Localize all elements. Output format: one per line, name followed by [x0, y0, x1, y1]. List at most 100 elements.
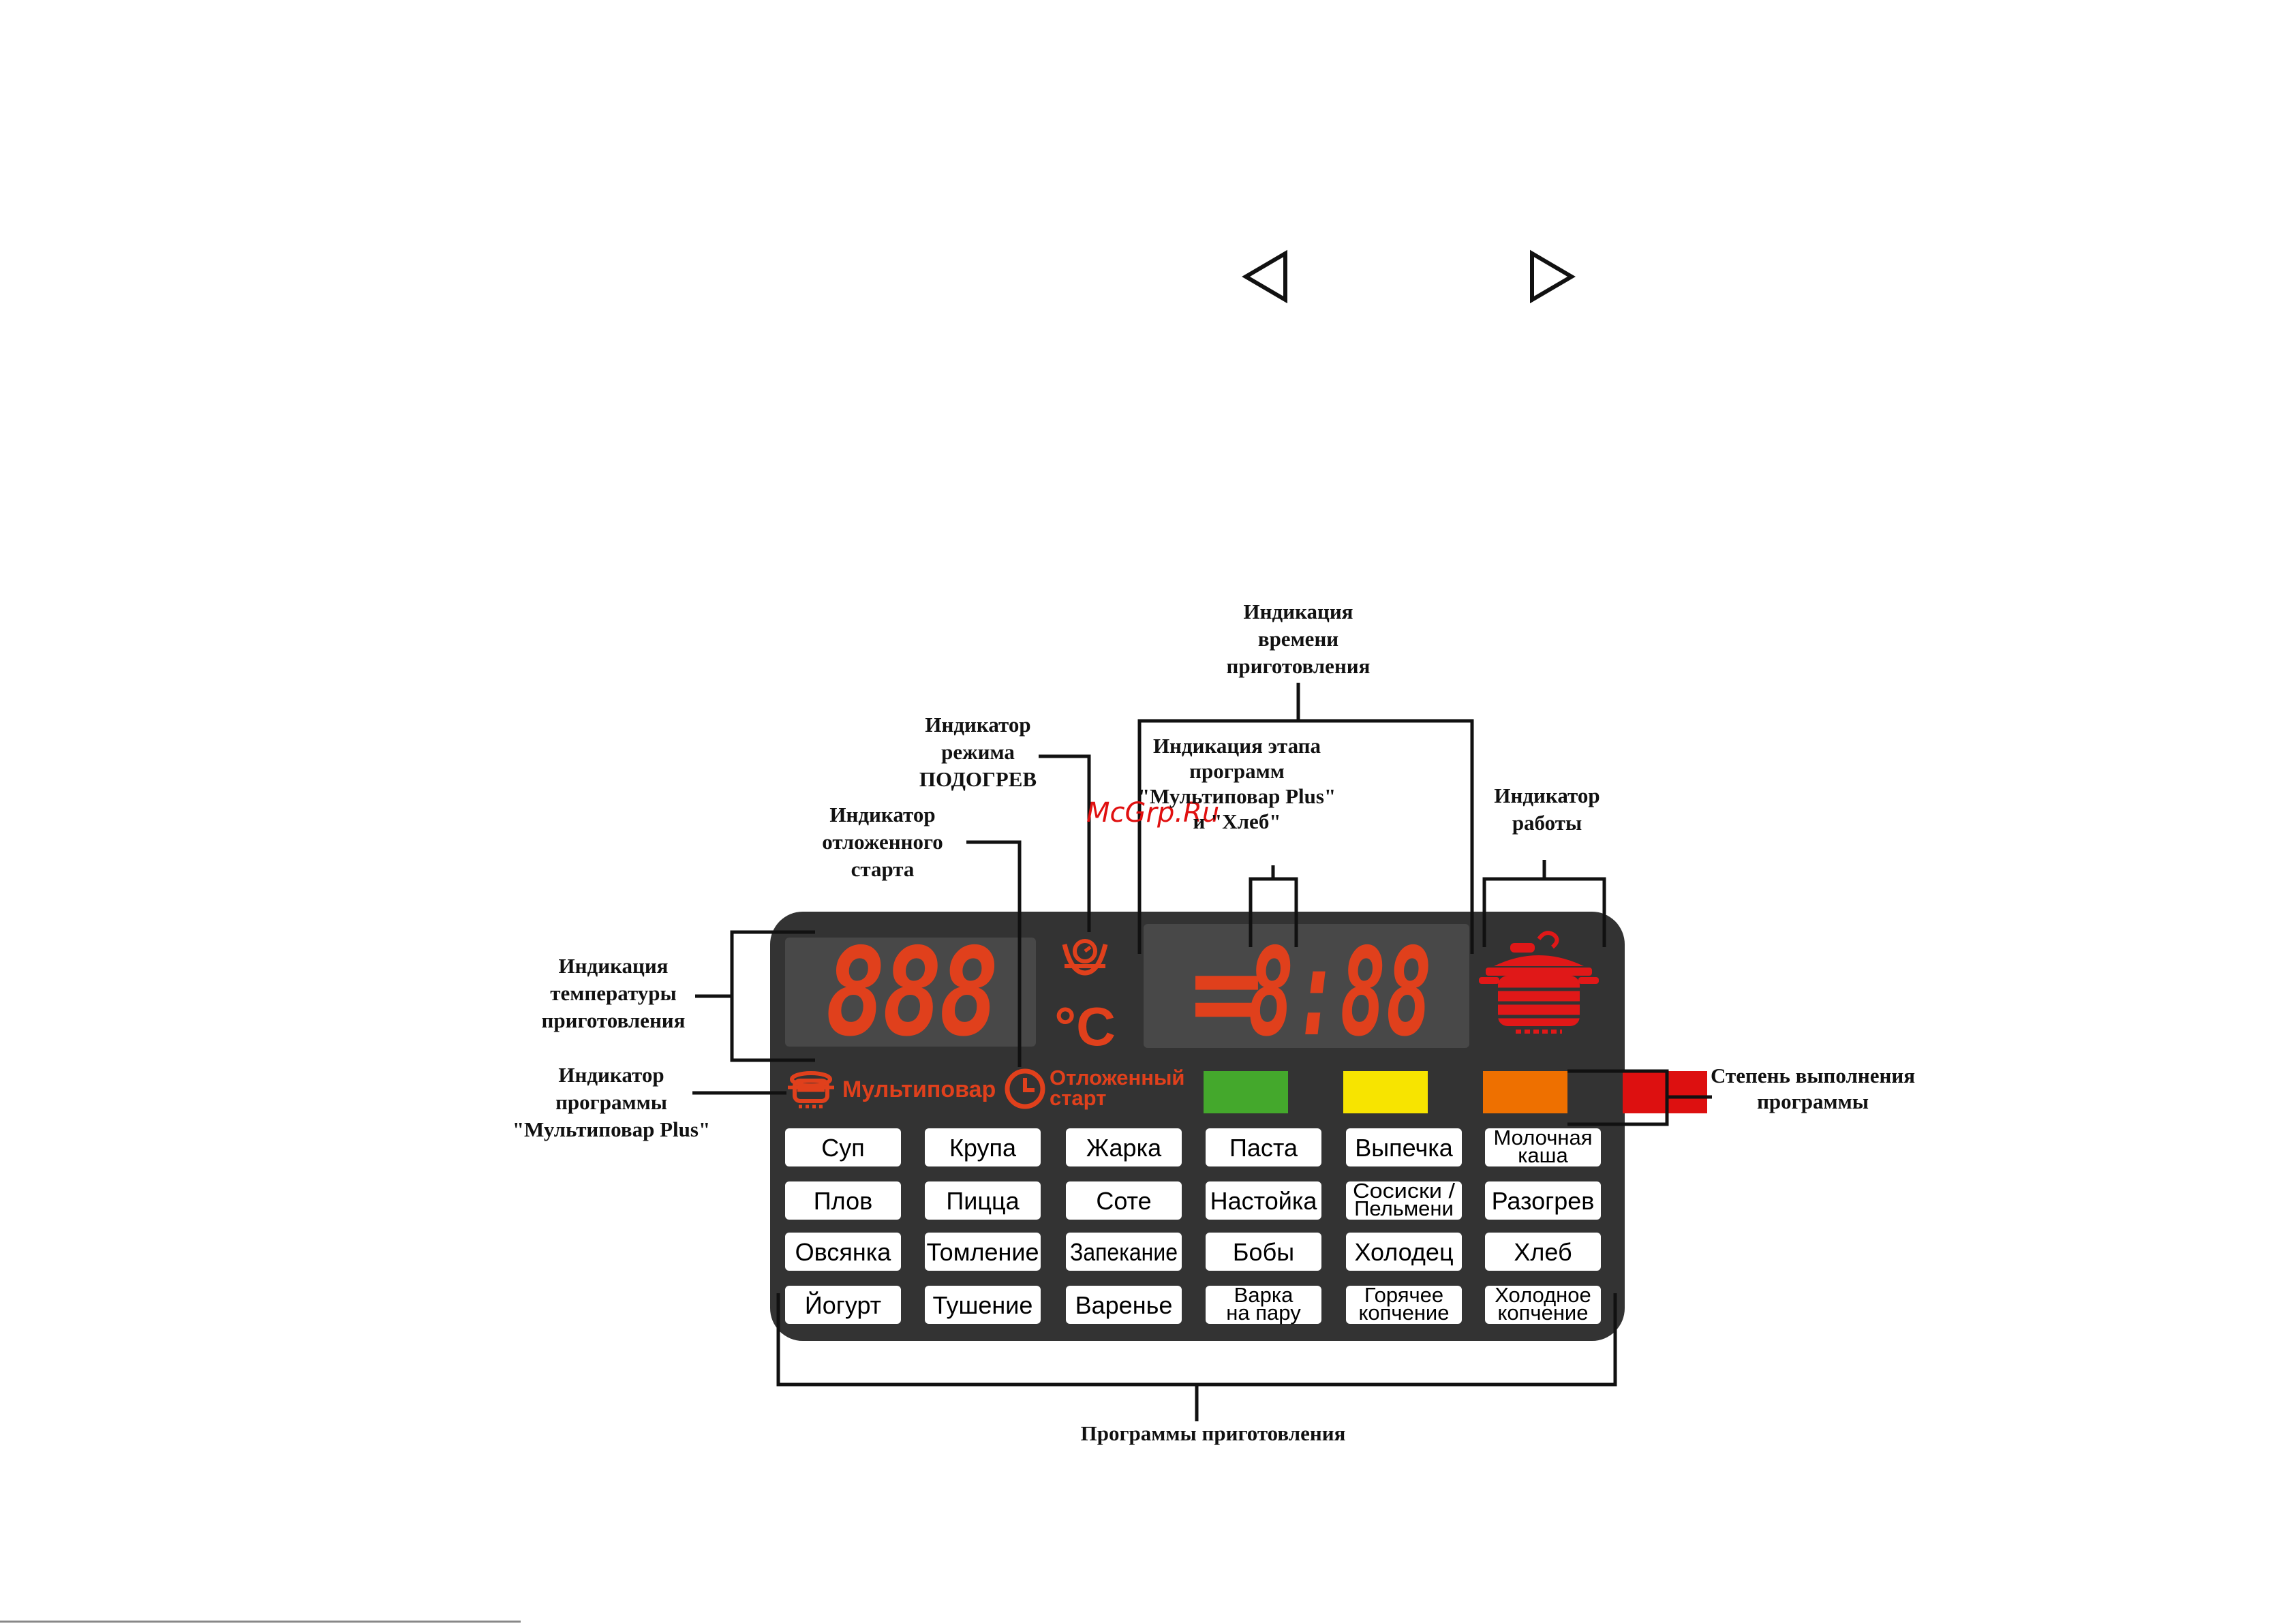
program-button[interactable]: Йогурт [785, 1286, 901, 1324]
program-button-label: Пицца [946, 1187, 1020, 1215]
program-button-bg[interactable] [1066, 1181, 1182, 1220]
program-button-label: Холодец [1354, 1238, 1453, 1266]
program-button-label: Сосиски / [1353, 1179, 1455, 1203]
program-button[interactable]: Тушение [925, 1286, 1041, 1324]
program-button[interactable]: Крупа [925, 1128, 1041, 1166]
program-button-bg[interactable] [1485, 1233, 1601, 1271]
program-button-label: Йогурт [805, 1290, 881, 1319]
program-button-bg[interactable] [1485, 1128, 1601, 1166]
program-button-bg[interactable] [1346, 1181, 1462, 1220]
program-button-label: Горячее [1364, 1283, 1443, 1307]
progress-bar [1204, 1071, 1707, 1113]
program-button[interactable]: Овсянка [785, 1233, 901, 1271]
program-button[interactable]: Суп [785, 1128, 901, 1166]
multicook-icon [788, 1071, 834, 1109]
callout-work: Индикатор работы [1494, 784, 1600, 835]
program-button-bg[interactable] [1066, 1128, 1182, 1166]
program-button-label: Суп [821, 1134, 865, 1162]
program-button-label: Жарка [1086, 1134, 1162, 1162]
triangle-left-icon[interactable] [1242, 249, 1287, 304]
program-button-label: копчение [1358, 1301, 1449, 1325]
program-button[interactable]: Холодец [1346, 1233, 1462, 1271]
program-button-bg[interactable] [1206, 1128, 1321, 1166]
program-button-label: Разогрев [1492, 1187, 1595, 1215]
program-button-bg[interactable] [1346, 1233, 1462, 1271]
program-button-bg[interactable] [1206, 1286, 1321, 1324]
progress-segment-4 [1623, 1071, 1707, 1113]
program-button-bg[interactable] [785, 1181, 901, 1220]
program-button-label: Плов [814, 1187, 872, 1215]
program-button-bg[interactable] [925, 1286, 1041, 1324]
program-button-label: Пельмени [1354, 1196, 1454, 1220]
program-button-label: Бобы [1233, 1238, 1294, 1266]
temperature-digits: 888 [825, 922, 996, 1063]
program-button-bg[interactable] [1485, 1181, 1601, 1220]
program-button-bg[interactable] [925, 1233, 1041, 1271]
callout-delayed-start: Индикатор отложенного старта [822, 803, 943, 881]
time-screen [1144, 924, 1469, 1048]
program-button-bg[interactable] [1485, 1286, 1601, 1324]
callout-multicook-program: Индикатор программы "Мультиповар Plus" [512, 1063, 711, 1141]
program-button[interactable]: Варенье [1066, 1286, 1182, 1324]
program-button-bg[interactable] [785, 1286, 901, 1324]
program-button-bg[interactable] [1346, 1128, 1462, 1166]
program-button[interactable]: Выпечка [1346, 1128, 1462, 1166]
progress-segment-1 [1204, 1071, 1288, 1113]
program-button-label: Паста [1229, 1134, 1298, 1162]
program-button[interactable]: Бобы [1206, 1233, 1321, 1271]
program-button[interactable]: Пицца [925, 1181, 1041, 1220]
program-button[interactable]: Томление [925, 1233, 1041, 1271]
program-button[interactable]: Запекание [1066, 1233, 1182, 1271]
delayed-start-label-1: Отложенный [1050, 1066, 1185, 1089]
celsius-indicator: °C [1054, 996, 1116, 1057]
watermark: McGrp.Ru [1086, 797, 1219, 829]
multicook-label: Мультиповар [842, 1077, 996, 1102]
delayed-start-label-2: старт [1050, 1086, 1106, 1110]
program-button[interactable]: Паста [1206, 1128, 1321, 1166]
progress-segment-2 [1343, 1071, 1428, 1113]
program-button[interactable]: Сосиски /Пельмени [1346, 1179, 1462, 1220]
clock-icon [1005, 1068, 1045, 1109]
program-button-label: Томление [927, 1238, 1039, 1266]
program-buttons: Суп Крупа Жарка Паста Выпечка МолочнаякашаПло… [785, 1126, 1601, 1325]
program-button[interactable]: Разогрев [1485, 1181, 1601, 1220]
callout-cook-time: Индикация времени приготовления [1226, 600, 1371, 678]
program-button-label: Холодное [1495, 1283, 1591, 1307]
program-button-label: Тушение [933, 1291, 1033, 1319]
program-button[interactable]: Соте [1066, 1181, 1182, 1220]
callout-programs: Программы приготовления [1080, 1421, 1346, 1445]
program-button-label: Запекание [1070, 1238, 1178, 1266]
progress-segment-3 [1483, 1071, 1567, 1113]
program-button-bg[interactable] [1066, 1233, 1182, 1271]
program-button-label: на пару [1226, 1301, 1301, 1325]
callout-stage: Индикация этапа программ "Мультиповар Pl… [1137, 734, 1336, 833]
program-button-bg[interactable] [785, 1128, 901, 1166]
program-button-bg[interactable] [1206, 1233, 1321, 1271]
program-button-label: Крупа [949, 1134, 1017, 1162]
program-button-label: Соте [1096, 1187, 1151, 1215]
program-button-label: Овсянка [795, 1238, 892, 1266]
program-button[interactable]: Настойка [1206, 1181, 1321, 1220]
keep-warm-icon [1062, 939, 1108, 976]
program-button-bg[interactable] [925, 1128, 1041, 1166]
callout-lines [692, 683, 1712, 1421]
program-button[interactable]: Хлеб [1485, 1233, 1601, 1271]
pot-icon [1479, 931, 1599, 1034]
program-button-bg[interactable] [925, 1181, 1041, 1220]
program-button-label: каша [1518, 1143, 1568, 1167]
program-button-bg[interactable] [1206, 1181, 1321, 1220]
program-button[interactable]: Жарка [1066, 1128, 1182, 1166]
program-button-bg[interactable] [1066, 1286, 1182, 1324]
program-button-bg[interactable] [1346, 1286, 1462, 1324]
triangle-right-icon[interactable] [1530, 249, 1576, 304]
program-button-bg[interactable] [785, 1233, 901, 1271]
program-button-label: копчение [1497, 1301, 1588, 1325]
program-button-label: Настойка [1210, 1187, 1318, 1215]
program-button-label: Хлеб [1514, 1238, 1572, 1266]
program-button[interactable]: Плов [785, 1181, 901, 1220]
